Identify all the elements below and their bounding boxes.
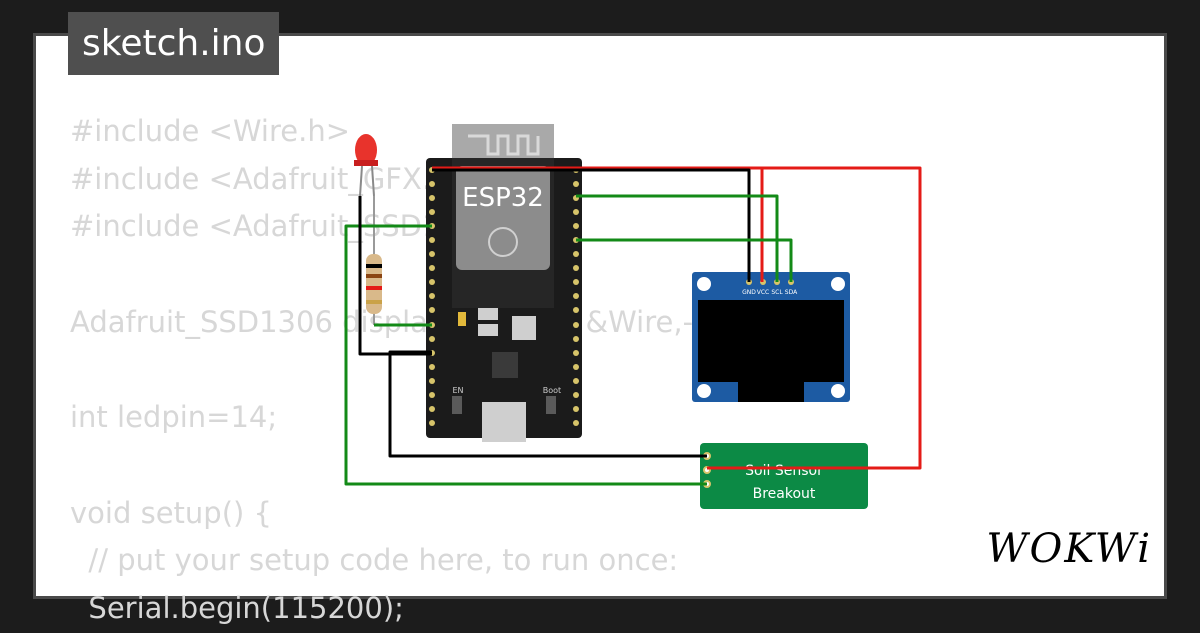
pin[interactable] [429,265,435,271]
smd-component [478,324,498,336]
oled-pin-label: GND [742,289,756,296]
pin[interactable] [573,181,579,187]
oled-ribbon [738,382,804,402]
pin[interactable] [573,223,579,229]
pin[interactable] [429,195,435,201]
resistor[interactable] [366,196,382,325]
pin[interactable] [573,350,579,356]
esp32-board[interactable]: ESP32 [426,124,582,442]
pin[interactable] [573,265,579,271]
pin[interactable] [429,406,435,412]
board-label: ESP32 [462,183,544,213]
pin[interactable] [573,322,579,328]
boot-button[interactable] [546,396,556,414]
wire-green-sda[interactable] [576,238,793,282]
espressif-logo-icon [488,227,518,257]
pin[interactable] [429,378,435,384]
wire-red-sensor-vcc[interactable] [432,166,922,470]
pin[interactable] [429,307,435,313]
code-background: #include <Wire.h>#include <Adafruit_GFX.… [70,108,733,633]
soil-sensor-breakout[interactable]: Soil Sensor Breakout [700,443,868,509]
smd-component [478,308,498,320]
antenna-trace [468,134,540,156]
pin[interactable] [429,279,435,285]
sensor-label-line2: Breakout [753,486,816,502]
boot-label: Boot [543,386,561,395]
en-label: EN [452,386,463,395]
usb-port[interactable] [482,402,526,442]
wire-black-gnd[interactable] [432,168,751,282]
pin[interactable] [429,364,435,370]
wire-black-sensor-gnd[interactable] [388,350,707,458]
red-led[interactable] [354,134,378,197]
pin[interactable] [573,209,579,215]
pin[interactable] [573,307,579,313]
oled-pin-label: VCC [757,289,769,296]
pin[interactable] [429,237,435,243]
sensor-pcb [700,443,868,509]
pin[interactable] [573,364,579,370]
oled-screen [698,300,844,382]
pin[interactable] [429,209,435,215]
led-rim [354,160,378,166]
code-line: Serial.begin(115200); [70,590,404,625]
wire-green-sensor-signal[interactable] [344,224,707,486]
pin[interactable] [429,420,435,426]
pin[interactable] [573,378,579,384]
wires [344,166,922,486]
pin[interactable] [429,392,435,398]
preview-card: #include <Wire.h>#include <Adafruit_GFX.… [33,33,1167,625]
sensor-label-line1: Soil Sensor [745,463,823,479]
wire-green-scl[interactable] [576,194,779,282]
pin[interactable] [573,420,579,426]
pin[interactable] [429,336,435,342]
pin[interactable] [573,293,579,299]
file-tab[interactable]: sketch.ino [68,12,280,75]
code-line: void setup() { [70,495,272,530]
code-line: int ledpin=14; [70,400,278,435]
usb-chip [492,352,518,378]
oled-display[interactable]: GND VCC SCL SDA [692,272,850,402]
resistor-body [366,254,382,314]
en-button[interactable] [452,396,462,414]
wire-black-led-gnd[interactable] [358,196,432,356]
regulator-chip [512,316,536,340]
pin[interactable] [429,251,435,257]
module-can [456,166,550,270]
oled-pin-label: SDA [785,289,798,296]
code-line: // put your setup code here, to run once… [70,543,679,578]
led-body [355,134,377,166]
pin[interactable] [573,336,579,342]
pin[interactable] [573,392,579,398]
wokwi-logo: WOKWi [986,526,1152,572]
pin[interactable] [429,293,435,299]
oled-pin-label: SCL [771,289,783,296]
smd-component [458,312,466,326]
pin[interactable] [573,279,579,285]
pin[interactable] [573,251,579,257]
pin[interactable] [429,181,435,187]
code-line: #include <Wire.h> [70,114,351,148]
pin[interactable] [573,406,579,412]
